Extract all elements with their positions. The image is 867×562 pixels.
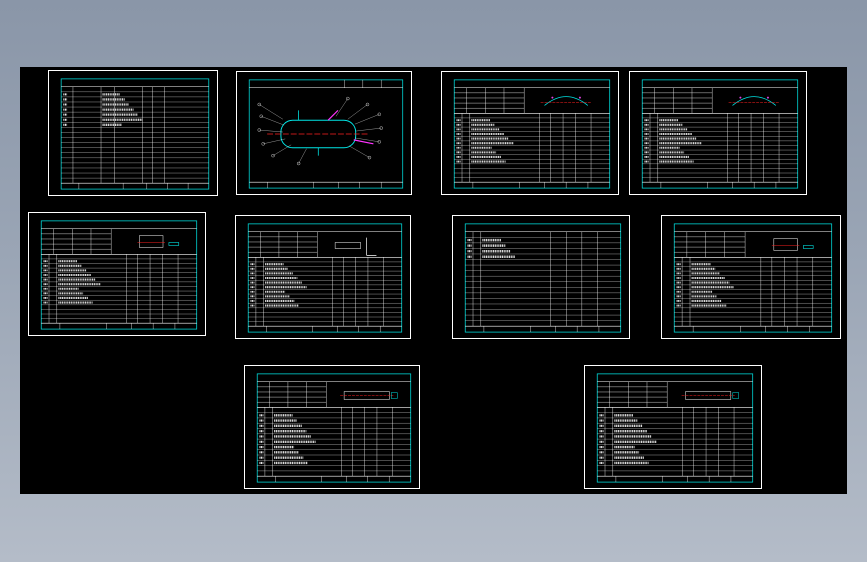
sheet-frame-graphics xyxy=(453,79,611,189)
drawing-sheet-part-head[interactable] xyxy=(441,71,619,195)
sheet-frame-graphics xyxy=(247,223,403,333)
sheet-frame-graphics xyxy=(40,220,198,330)
drawing-sheet-part-head[interactable] xyxy=(629,71,807,195)
sheet-frame-graphics xyxy=(464,223,622,333)
sheet-frame-graphics xyxy=(60,78,210,190)
sheet-frame-graphics xyxy=(673,223,833,333)
sheet-frame-graphics xyxy=(641,79,799,189)
drawing-sheet-part-pipe[interactable] xyxy=(244,365,420,489)
drawing-sheet-text[interactable] xyxy=(452,215,630,339)
drawing-sheet-part-plate[interactable] xyxy=(661,215,841,339)
drawing-sheet-part-plate[interactable] xyxy=(28,212,206,336)
sheet-frame-graphics xyxy=(256,373,412,483)
drawing-sheet-list[interactable] xyxy=(48,70,218,196)
drawing-sheet-assembly[interactable] xyxy=(236,71,412,195)
model-space-viewport[interactable] xyxy=(20,67,847,494)
sheet-frame-graphics xyxy=(248,79,404,189)
sheet-frame-graphics xyxy=(596,373,754,483)
drawing-sheet-part-angle[interactable] xyxy=(235,215,411,339)
drawing-sheet-part-pipe[interactable] xyxy=(584,365,762,489)
